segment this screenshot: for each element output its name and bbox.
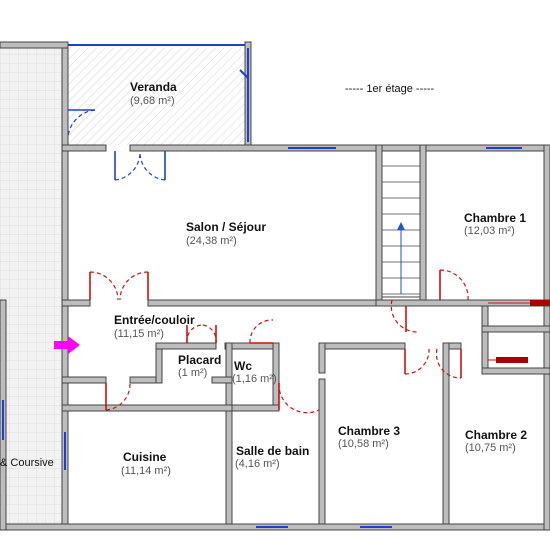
chambre1-name: Chambre 1 [464, 211, 526, 225]
entree-area: (11,15 m²) [114, 328, 164, 340]
chambre2-name: Chambre 2 [465, 428, 527, 442]
stairs [381, 150, 421, 298]
salon-area: (24,38 m²) [186, 235, 237, 247]
veranda-area: (9,68 m²) [130, 95, 175, 107]
salon-name: Salon / Séjour [186, 220, 266, 234]
placard-name: Placard [178, 353, 221, 367]
veranda-floor [67, 48, 245, 145]
chambre3-name: Chambre 3 [338, 424, 400, 438]
windows [2, 44, 550, 528]
chambre3-area: (10,58 m²) [338, 438, 389, 450]
coursive-area [0, 48, 62, 526]
veranda-doors [67, 109, 166, 181]
stairs-up-arrow-icon [397, 222, 405, 230]
walls [0, 41, 550, 531]
cuisine-name: Cuisine [123, 450, 167, 464]
coursive-label: & Coursive [0, 457, 54, 469]
chambre1-area: (12,03 m²) [464, 225, 515, 237]
entree-name: Entrée/couloir [114, 313, 195, 327]
placard-area: (1 m²) [178, 367, 207, 379]
floor-label: ----- 1er étage ----- [345, 83, 435, 95]
wc-area: (1,16 m²) [232, 373, 277, 385]
salle-de-bain-area: (4,16 m²) [235, 458, 280, 470]
veranda-name: Veranda [130, 80, 177, 94]
cuisine-area: (11,14 m²) [121, 465, 171, 477]
interior-doors [89, 269, 469, 414]
wc-name: Wc [234, 359, 252, 373]
chambre2-area: (10,75 m²) [465, 442, 516, 454]
salle-de-bain-name: Salle de bain [236, 444, 309, 458]
entry-arrow-icon [54, 336, 80, 354]
